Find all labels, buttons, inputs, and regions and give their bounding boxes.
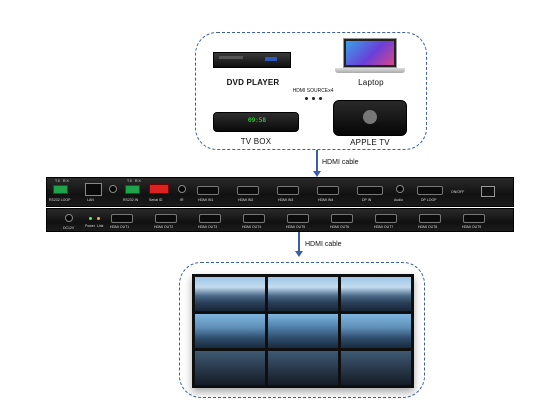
hdmi-out3-label: HDMI OUT3 (198, 225, 218, 229)
hdmi-in2-port (237, 186, 259, 195)
hdmi-out6-label: HDMI OUT6 (330, 225, 350, 229)
hdmi-source-count-label: HDMI SOURCEx4 (292, 88, 334, 94)
dot-1 (305, 97, 308, 100)
hdmi-out5-port (287, 214, 309, 223)
wall-screen-7 (194, 350, 266, 386)
lan-label: LAN (87, 198, 94, 202)
dc-power-jack (65, 214, 73, 222)
tv-box-clock: 09:58 (247, 117, 267, 124)
hdmi-out5-label: HDMI OUT5 (286, 225, 306, 229)
tv-box-image: 09:58 (213, 108, 299, 134)
hdmi-out8-port (419, 214, 441, 223)
serial-id-dip-switch[interactable] (149, 184, 169, 194)
power-led (89, 217, 92, 220)
bottom-cable-label: HDMI cable (305, 241, 342, 248)
lan-port (85, 183, 102, 196)
bottom-cable-arrowhead (295, 251, 303, 257)
dvd-player-label: DVD PLAYER (226, 78, 280, 87)
wall-screen-5 (267, 313, 339, 349)
hdmi-in4-port (317, 186, 339, 195)
power-led-label: Power (85, 224, 95, 228)
ir-jack (178, 185, 186, 193)
apple-tv-label: APPLE TV (350, 138, 390, 147)
laptop-image (335, 38, 405, 76)
sources-box (195, 32, 427, 150)
dp-in-port (357, 186, 383, 195)
hdmi-out9-port (463, 214, 485, 223)
laptop-label: Laptop (358, 78, 384, 87)
serial-id-label: Serial ID (149, 198, 163, 202)
dot-2 (312, 97, 315, 100)
processor-input-panel: T.X R.X RS232 LOOP LAN T.X R.X RS232 IN … (46, 177, 514, 207)
on-off-label: ON/OFF (451, 190, 465, 194)
video-wall-box (179, 262, 425, 398)
hdmi-in1-label: HDMI IN1 (198, 198, 214, 202)
rs232-in-terminal (125, 185, 140, 194)
ir-label: IR (180, 198, 184, 202)
top-cable-label: HDMI cable (322, 159, 359, 166)
rs232-loop-label: RS232 LOOP (49, 198, 71, 202)
apple-tv-image (333, 98, 407, 136)
audio-label: Audio (394, 198, 403, 202)
hdmi-out2-label: HDMI OUT2 (154, 225, 174, 229)
dot-3 (319, 97, 322, 100)
hdmi-out6-port (331, 214, 353, 223)
hdmi-in4-label: HDMI IN4 (318, 198, 334, 202)
hdmi-out7-port (375, 214, 397, 223)
wall-screen-3 (340, 276, 412, 312)
rs232-loop-terminal (53, 185, 68, 194)
hdmi-out9-label: HDMI OUT9 (462, 225, 482, 229)
dp-loop-label: DP LOOP (421, 198, 437, 202)
power-switch[interactable] (481, 186, 495, 197)
hdmi-in3-port (277, 186, 299, 195)
hdmi-out7-label: HDMI OUT7 (374, 225, 394, 229)
hdmi-out3-port (199, 214, 221, 223)
hdmi-out4-label: HDMI OUT4 (242, 225, 262, 229)
top-cable-line (316, 150, 318, 172)
wall-screen-2 (267, 276, 339, 312)
apple-icon (363, 110, 377, 124)
wall-screen-8 (267, 350, 339, 386)
audio-jack (396, 185, 404, 193)
dp-loop-port (417, 186, 443, 195)
hdmi-out8-label: HDMI OUT8 (418, 225, 438, 229)
wall-screen-4 (194, 313, 266, 349)
top-cable-arrowhead (313, 171, 321, 177)
hdmi-out4-port (243, 214, 265, 223)
dvd-player-image (213, 48, 291, 72)
processor-output-panel: DC12V Power Link HDMI OUT1 HDMI OUT2 HDM… (46, 208, 514, 232)
dc-label: DC12V (63, 226, 75, 230)
wall-screen-1 (194, 276, 266, 312)
rs232-in-label: RS232 IN (123, 198, 139, 202)
bottom-cable-line (298, 232, 300, 252)
hdmi-in2-label: HDMI IN2 (238, 198, 254, 202)
tv-box-label: TV BOX (240, 137, 272, 146)
link-led-label: Link (97, 224, 104, 228)
hdmi-out1-label: HDMI OUT1 (110, 225, 130, 229)
hdmi-in3-label: HDMI IN3 (278, 198, 294, 202)
link-led (97, 217, 100, 220)
wall-screen-6 (340, 313, 412, 349)
video-wall (192, 274, 414, 388)
ir-jack-small (109, 185, 117, 193)
hdmi-out2-port (155, 214, 177, 223)
wall-screen-9 (340, 350, 412, 386)
dp-in-label: DP IN (362, 198, 372, 202)
hdmi-in1-port (197, 186, 219, 195)
hdmi-out1-port (111, 214, 133, 223)
